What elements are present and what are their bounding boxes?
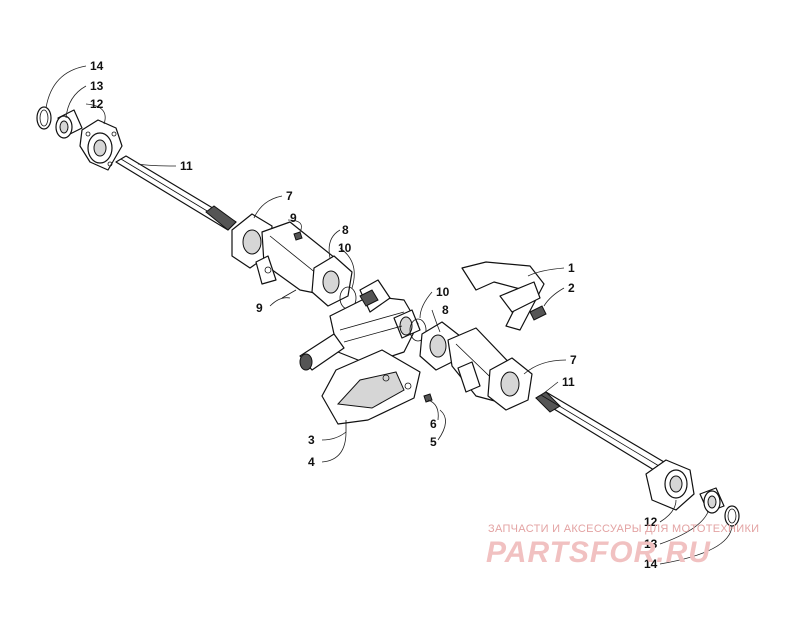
callout-2: 2 (568, 281, 575, 295)
bolt-small-upper (293, 231, 303, 241)
mounting-bracket (321, 349, 421, 432)
callout-5: 5 (430, 435, 437, 449)
lever-bolt (529, 305, 547, 321)
callout-14-lower: 14 (644, 557, 658, 571)
callout-9-upper: 9 (290, 211, 297, 225)
callout-6: 6 (430, 417, 437, 431)
snap-ring-lower-right (724, 505, 740, 527)
callout-14-upper: 14 (90, 59, 104, 73)
callout-11-upper: 11 (180, 159, 193, 173)
bolt-small-left (281, 289, 297, 299)
bearing-housing-upper-left (79, 119, 123, 171)
gasket-flange-right-upper (311, 255, 353, 307)
gasket-flange-left (231, 213, 273, 269)
callout-11-lower: 11 (562, 375, 575, 389)
watermark-logo: PARTSFOR.RU (486, 536, 711, 569)
callout-1: 1 (568, 261, 575, 275)
callout-3: 3 (308, 433, 315, 447)
callout-13-upper: 13 (90, 79, 104, 93)
bolt-bracket (423, 393, 433, 403)
bearing-housing-lower-right (645, 459, 695, 511)
callout-8-lower: 8 (442, 303, 449, 317)
callout-9-lower: 9 (256, 301, 263, 315)
callout-7-lower: 7 (570, 353, 577, 367)
callout-13-lower: 13 (644, 537, 658, 551)
callout-7-upper: 7 (286, 189, 293, 203)
callout-12-lower: 12 (644, 515, 658, 529)
gearbox-body (329, 279, 421, 365)
callout-12-upper: 12 (90, 97, 104, 111)
gasket-flange-center (419, 321, 461, 371)
shaft-lower-right (535, 391, 665, 471)
watermark-tagline: ЗАПЧАСТИ И АКСЕССУАРЫ ДЛЯ МОТОТЕХНИКИ (488, 523, 760, 535)
callout-10-upper: 10 (338, 241, 352, 255)
o-ring-right (409, 318, 427, 342)
bearing-upper-left (55, 109, 83, 139)
shaft-upper-left (115, 155, 237, 231)
input-stub-shaft (299, 333, 345, 371)
bearing-lower-right (699, 487, 725, 514)
shift-lever (461, 261, 545, 331)
gasket-flange-right (487, 357, 533, 411)
leader-lines (45, 65, 733, 565)
snap-ring-upper-left (36, 106, 52, 130)
callout-labels: 14 13 12 11 7 9 8 10 9 1 2 10 8 7 11 6 5… (90, 59, 658, 571)
callout-4: 4 (308, 455, 315, 469)
callout-8-upper: 8 (342, 223, 349, 237)
callout-10-lower: 10 (436, 285, 450, 299)
